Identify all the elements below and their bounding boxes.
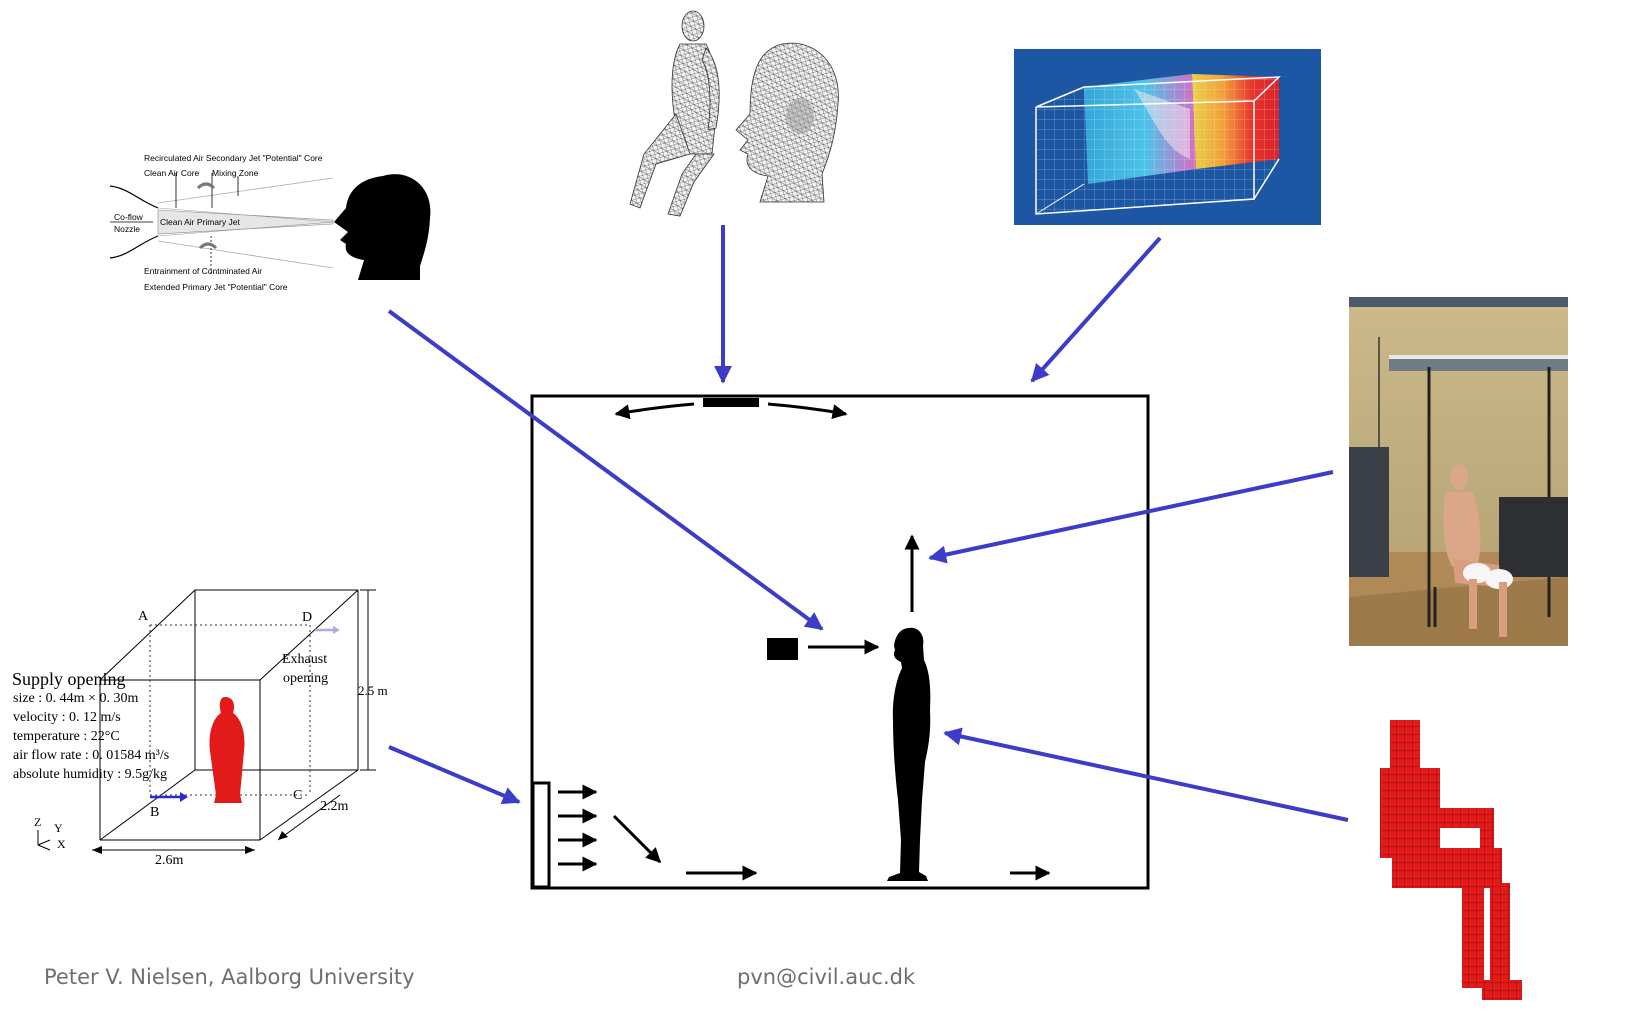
ceiling-diffuser bbox=[703, 398, 759, 407]
personal-air-nozzle bbox=[767, 638, 798, 660]
connector-voxel-to-person bbox=[943, 727, 1349, 822]
jet-label-extended-core: Extended Primary Jet "Potential" Core bbox=[144, 282, 288, 292]
connector-photo-to-plume bbox=[928, 470, 1334, 564]
supply-humidity: absolute humidity : 9.5g/kg bbox=[13, 767, 167, 782]
supply-airflow: air flow rate : 0. 01584 m³/s bbox=[13, 748, 170, 763]
jet-label-primary-jet: Clean Air Primary Jet bbox=[160, 217, 240, 227]
wireframe-manikin-image bbox=[610, 4, 858, 224]
jet-diagram-graphic bbox=[109, 173, 431, 280]
axis-label-x: X bbox=[57, 837, 66, 851]
supply-temperature: temperature : 22°C bbox=[13, 729, 120, 744]
jet-label-mixing-zone: Mixing Zone bbox=[212, 168, 259, 178]
axis-label-y: Y bbox=[54, 821, 63, 835]
room-geometry-diagram: A B C D Exhaust opening 2.5 m 2.2m 2.6m … bbox=[10, 585, 410, 870]
footer-author: Peter V. Nielsen, Aalborg University bbox=[44, 965, 415, 989]
jet-label-coflow: Co-flow bbox=[114, 212, 143, 222]
ceiling-jet-left-arrow bbox=[614, 402, 695, 420]
depth-dimension-label: 2.2m bbox=[320, 799, 349, 814]
diagonal-flow-arrow bbox=[612, 814, 662, 864]
corner-label-a: A bbox=[138, 609, 149, 624]
thermal-manikin-photo bbox=[1349, 297, 1568, 646]
corner-label-d: D bbox=[302, 610, 313, 625]
jet-label-clean-core: Clean Air Core bbox=[144, 168, 200, 178]
room-outline bbox=[530, 394, 1150, 890]
standing-person-silhouette bbox=[887, 627, 931, 881]
personalized-jet-diagram: Recirculated Air Secondary Jet "Potentia… bbox=[108, 148, 438, 298]
red-figure-silhouette bbox=[209, 697, 245, 803]
corner-label-c: C bbox=[293, 788, 303, 803]
voxel-manikin-image bbox=[1372, 718, 1532, 1003]
exhaust-label-line1: Exhaust bbox=[282, 652, 328, 667]
jet-label-nozzle: Nozzle bbox=[114, 224, 140, 234]
width-dimension-label: 2.6m bbox=[155, 853, 184, 868]
seated-mesh-body bbox=[629, 10, 720, 217]
mesh-head bbox=[735, 42, 839, 203]
room-box-wireframe bbox=[37, 589, 376, 854]
connector-cfd-to-room bbox=[1030, 236, 1162, 383]
footer-email: pvn@civil.auc.dk bbox=[737, 965, 916, 989]
jet-label-entrainment: Entrainment of Contminated Air bbox=[144, 266, 263, 276]
height-dimension-label: 2.5 m bbox=[358, 683, 388, 698]
connector-jet-to-nozzle bbox=[387, 309, 824, 631]
supply-velocity: velocity : 0. 12 m/s bbox=[13, 710, 121, 725]
jet-label-secondary-core: Recirculated Air Secondary Jet "Potentia… bbox=[144, 153, 323, 163]
axes-icon bbox=[37, 830, 51, 851]
axis-label-z: Z bbox=[34, 815, 42, 829]
supply-opening-title: Supply opening bbox=[12, 669, 126, 689]
exhaust-label-line2: opening bbox=[283, 671, 329, 686]
cfd-simulation-image bbox=[1014, 49, 1321, 225]
ceiling-jet-right-arrow bbox=[767, 402, 848, 420]
supply-size: size : 0. 44m × 0. 30m bbox=[13, 691, 139, 706]
corner-label-b: B bbox=[150, 805, 160, 820]
wall-supply-grille bbox=[531, 781, 551, 889]
